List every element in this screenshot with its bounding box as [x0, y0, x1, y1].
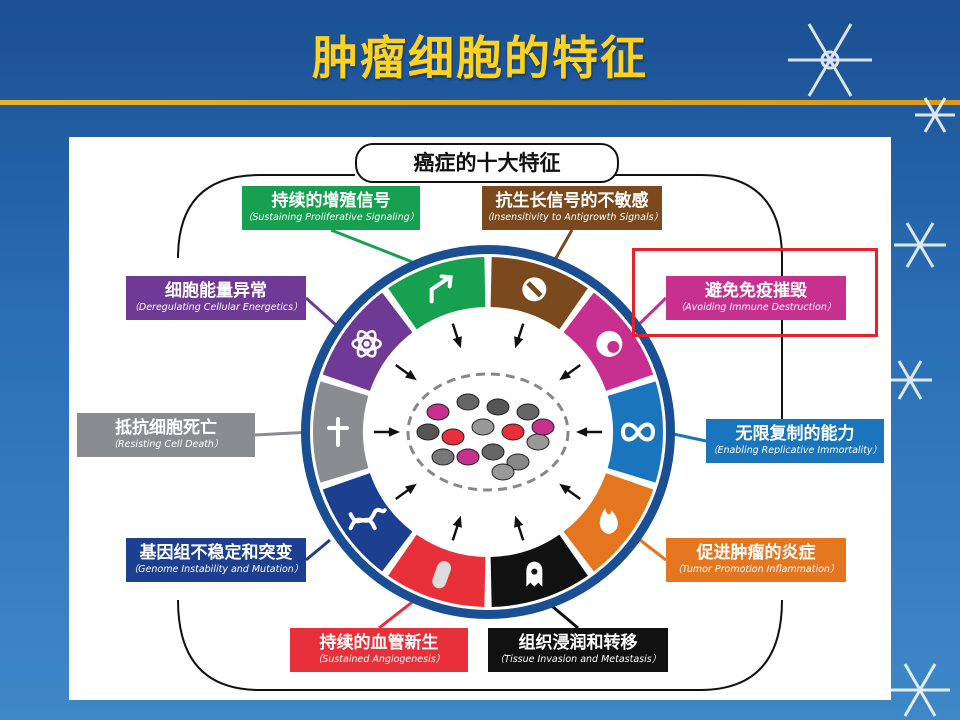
frame-outline — [177, 174, 783, 420]
hallmark-label-vessel: 持续的血管新生（Sustained Angiogenesis） — [290, 628, 468, 672]
arrow-head — [559, 483, 572, 495]
hallmark-name: 抵抗细胞死亡 — [115, 418, 217, 438]
tumor-cell — [491, 463, 515, 481]
tumor-cell — [416, 423, 440, 441]
infinity-icon — [620, 422, 656, 442]
segment-infinity — [607, 381, 663, 483]
atom-icon — [351, 330, 382, 358]
arrow-head — [404, 483, 417, 495]
connector-line — [305, 538, 331, 562]
hallmark-english-name: （Avoiding Immune Destruction） — [675, 302, 837, 313]
tumor-cell — [441, 428, 465, 446]
tumor-cell — [471, 418, 495, 436]
hallmark-label-arrow: 持续的增殖信号（Sustaining Proliferative Signali… — [242, 186, 420, 230]
tumor-center — [366, 310, 610, 554]
tumor-cell — [481, 443, 505, 461]
tumor-cell — [501, 423, 525, 441]
hallmark-name: 组织浸润和转移 — [518, 633, 638, 653]
inward-arrows — [374, 323, 602, 541]
no-entry-icon — [522, 277, 547, 302]
hallmark-name: 促进肿瘤的炎症 — [696, 543, 816, 563]
hallmark-english-name: （Enabling Replicative Immortality） — [707, 445, 883, 456]
segment-arrow — [388, 257, 486, 330]
hallmark-name: 细胞能量异常 — [165, 281, 267, 301]
tumor-cell — [526, 433, 550, 451]
hallmark-english-name: （Resisting Cell Death） — [108, 439, 224, 450]
hallmark-label-dna: 基因组不稳定和突变（Genome Instability and Mutatio… — [126, 538, 306, 582]
hallmark-name: 持续的增殖信号 — [271, 191, 391, 211]
flame-icon — [599, 508, 618, 535]
dna-icon — [348, 507, 387, 531]
hallmark-label-no-entry: 抗生长信号的不敏感（Insensitivity to Antigrowth Si… — [482, 186, 664, 230]
arrow-icon — [429, 274, 453, 304]
arrow-head — [559, 369, 572, 381]
tumor-cell — [486, 398, 510, 416]
tumor-cell — [506, 453, 530, 471]
tumor-cell — [456, 448, 480, 466]
highlight-box — [632, 248, 878, 337]
hallmark-english-name: （Genome Instability and Mutation） — [128, 564, 304, 575]
vessel-icon — [432, 561, 452, 589]
hallmark-english-name: （Deregulating Cellular Energetics） — [129, 302, 303, 313]
ghost-cell-icon — [526, 561, 543, 587]
tumor-cell — [431, 448, 455, 466]
hallmark-english-name: （Tumor Promotion Inflammation） — [672, 564, 840, 575]
tumor-cell — [426, 403, 450, 421]
immune-cell-icon — [596, 330, 623, 357]
connector-line — [639, 538, 667, 562]
hallmark-english-name: （Sustaining Proliferative Signaling） — [242, 212, 420, 223]
hallmark-label-ghost-cell: 组织浸润和转移（Tissue Invasion and Metastasis） — [488, 628, 668, 672]
hallmark-label-flame: 促进肿瘤的炎症（Tumor Promotion Inflammation） — [666, 538, 846, 582]
arrow-head — [514, 515, 524, 528]
hallmark-name: 避免免疫摧毁 — [705, 281, 807, 301]
hallmark-name: 抗生长信号的不敏感 — [495, 191, 649, 211]
hallmark-name: 基因组不稳定和突变 — [139, 543, 293, 563]
hallmark-label-atom: 细胞能量异常（Deregulating Cellular Energetics） — [126, 276, 306, 320]
arrow-head — [452, 515, 462, 528]
title-divider — [0, 100, 960, 105]
hallmark-label-cross: 抵抗细胞死亡（Resisting Cell Death） — [77, 413, 255, 457]
hallmark-label-immune-cell: 避免免疫摧毁（Avoiding Immune Destruction） — [666, 276, 846, 320]
hallmark-name: 无限复制的能力 — [735, 424, 855, 444]
frame-title: 癌症的十大特征 — [355, 143, 619, 183]
hallmark-name: 持续的血管新生 — [319, 633, 439, 653]
arrow-head — [576, 427, 588, 437]
hallmark-english-name: （Insensitivity to Antigrowth Signals） — [482, 212, 664, 223]
cross-icon — [327, 417, 349, 447]
tumor-boundary — [406, 372, 570, 492]
connector-line — [330, 228, 421, 267]
arrow-head — [514, 336, 524, 349]
tumor-cell — [456, 393, 480, 411]
hallmark-english-name: （Tissue Invasion and Metastasis） — [494, 654, 662, 665]
arrow-head — [388, 427, 400, 437]
hallmark-label-infinity: 无限复制的能力（Enabling Replicative Immortality… — [706, 419, 884, 463]
hallmark-english-name: （Sustained Angiogenesis） — [312, 654, 446, 665]
arrow-head — [404, 369, 417, 381]
tumor-cell — [516, 403, 540, 421]
slide-title: 肿瘤细胞的特征 — [312, 31, 648, 85]
arrow-head — [452, 336, 462, 349]
frame-outline-bottom — [177, 599, 783, 691]
segment-cross — [313, 381, 369, 483]
tumor-cell — [531, 418, 555, 436]
